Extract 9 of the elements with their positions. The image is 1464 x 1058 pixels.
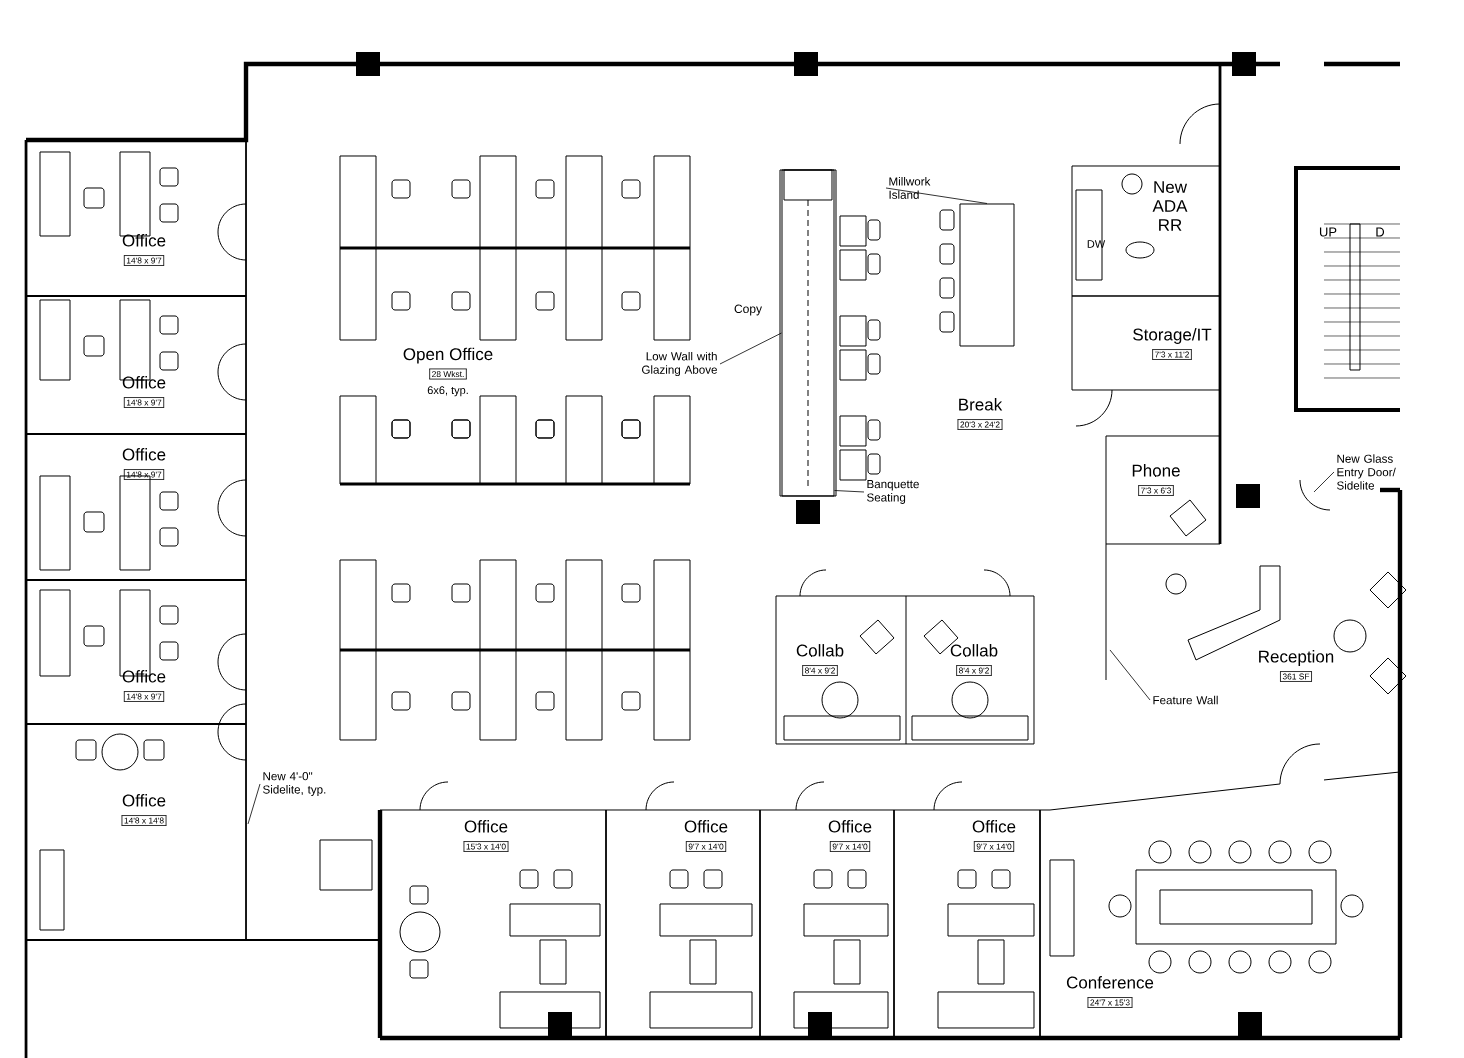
leader-line	[247, 783, 261, 825]
leader-line	[834, 490, 865, 493]
leader-line	[1313, 471, 1335, 493]
leader-line	[719, 332, 782, 365]
banquette-bench	[781, 169, 835, 497]
leader-line	[1109, 649, 1151, 701]
island-counter	[959, 203, 1015, 347]
room-label: New ADA RR	[1152, 181, 1188, 231]
leader-line	[885, 187, 988, 204]
